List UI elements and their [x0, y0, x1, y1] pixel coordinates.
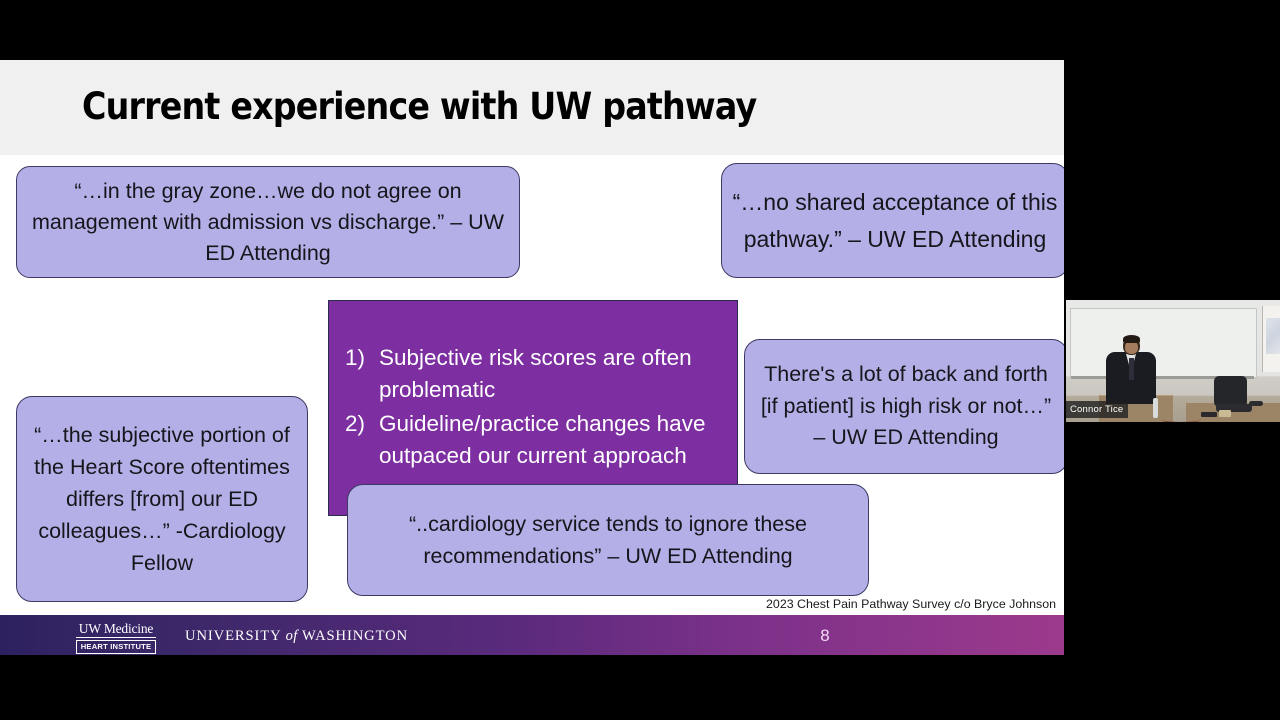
callout-list: 1) Subjective risk scores are often prob…	[345, 342, 721, 474]
slide-footer-bar: UW Medicine HEART INSTITUTE UNIVERSITY o…	[0, 615, 1064, 655]
logo-uw-medicine-text: UW Medicine	[76, 621, 156, 638]
video-table	[1186, 403, 1280, 422]
video-presenter-tie	[1129, 358, 1134, 380]
quote-text: “…no shared acceptance of this pathway.”…	[732, 188, 1058, 252]
video-water-bottle	[1153, 398, 1158, 418]
slide-page-number: 8	[820, 626, 830, 645]
quote-text: “…in the gray zone…we do not agree on ma…	[32, 178, 504, 265]
callout-item-text: Subjective risk scores are often problem…	[379, 345, 692, 402]
video-whiteboard-tray	[1071, 376, 1254, 379]
video-projected-slide	[1266, 318, 1280, 354]
university-of-washington-wordmark: UNIVERSITY of WASHINGTON	[185, 628, 408, 645]
page-title: Current experience with UW pathway	[82, 85, 757, 128]
source-citation: 2023 Chest Pain Pathway Survey c/o Bryce…	[766, 597, 1056, 611]
logo-heart-institute-text: HEART INSTITUTE	[76, 640, 156, 654]
uw-medicine-heart-institute-logo: UW Medicine HEART INSTITUTE	[76, 621, 156, 655]
callout-list-item: 2) Guideline/practice changes have outpa…	[345, 408, 721, 472]
quote-box-subjective-heart-score: “…the subjective portion of the Heart Sc…	[16, 396, 308, 602]
video-desk-device	[1201, 412, 1217, 417]
presenter-video-panel[interactable]: Connor Tice	[1066, 300, 1280, 422]
video-whiteboard	[1070, 308, 1257, 378]
video-office-chair-back	[1214, 376, 1247, 407]
video-presenter-hair	[1123, 335, 1140, 343]
callout-item-number: 1)	[345, 345, 366, 370]
quote-text: “..cardiology service tends to ignore th…	[409, 512, 807, 568]
wordmark-washington: WASHINGTON	[302, 628, 409, 644]
video-office-chair-seat	[1216, 404, 1252, 412]
presentation-slide: Current experience with UW pathway “…in …	[0, 60, 1064, 655]
video-desk-object	[1219, 410, 1231, 417]
quote-box-cardiology-ignores-recommendations: “..cardiology service tends to ignore th…	[347, 484, 869, 596]
video-presenter-face	[1125, 341, 1138, 354]
key-takeaways-callout: 1) Subjective risk scores are often prob…	[328, 300, 738, 516]
video-office-chair-arm	[1249, 401, 1263, 406]
quote-box-back-and-forth: There's a lot of back and forth [if pati…	[744, 339, 1064, 474]
quote-text: “…the subjective portion of the Heart Sc…	[34, 423, 290, 575]
quote-text: There's a lot of back and forth [if pati…	[760, 362, 1052, 450]
callout-list-item: 1) Subjective risk scores are often prob…	[345, 342, 721, 406]
presenter-name-label: Connor Tice	[1066, 401, 1129, 418]
video-cable	[1161, 416, 1201, 422]
callout-item-text: Guideline/practice changes have outpaced…	[379, 411, 706, 468]
quote-box-no-shared-acceptance: “…no shared acceptance of this pathway.”…	[721, 163, 1064, 278]
wordmark-university: UNIVERSITY	[185, 628, 282, 644]
callout-item-number: 2)	[345, 411, 366, 436]
quote-box-gray-zone: “…in the gray zone…we do not agree on ma…	[16, 166, 520, 278]
wordmark-of: of	[285, 628, 298, 644]
slide-title-band	[0, 60, 1064, 155]
